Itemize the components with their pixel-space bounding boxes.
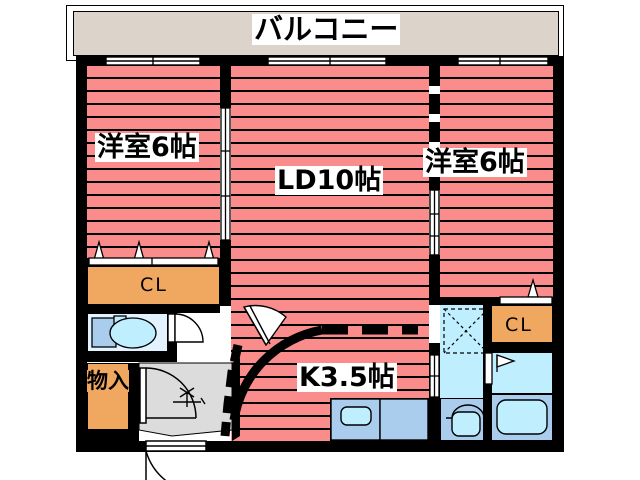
sliding-door-right-room [429, 189, 440, 256]
partition-wall-left-lower [220, 240, 231, 262]
kitchen-counter [330, 398, 429, 441]
toilet-room [87, 313, 177, 352]
storage-label-text: 物入 [87, 369, 129, 393]
exterior-wall-bottom [76, 441, 564, 452]
partition-wall-right-kitchen [429, 343, 440, 441]
closet-right-bottom-wall [491, 343, 553, 352]
storage-right-wall [129, 363, 139, 430]
closet-left-label: CL [140, 274, 168, 296]
washroom-right-wall [483, 305, 491, 441]
partition-wall-left-bottom [220, 262, 231, 306]
label-living-dining: LD10帖 [275, 165, 384, 196]
label-washitsu-right: 洋室6帖 [423, 147, 527, 178]
exterior-wall-right [553, 56, 564, 452]
storage-label: 物入 [87, 369, 129, 393]
closet-left-bottom-wall [87, 305, 220, 313]
partition-wall-right-lower [429, 255, 440, 305]
partition-wall-left-upper [220, 66, 231, 108]
toilet-bottom-wall [87, 352, 177, 362]
genkan-interior-door [139, 367, 197, 424]
bathroom-area [491, 394, 553, 441]
label-washitsu-left: 洋室6帖 [95, 132, 199, 163]
closet-left [87, 266, 220, 305]
toilet-right-wall [167, 313, 177, 353]
balcony-label: バルコニー [252, 12, 401, 46]
sliding-door-left-room [220, 107, 231, 241]
room-washitsu-left [87, 66, 220, 262]
closet-right [491, 305, 553, 343]
lavatory-area [491, 352, 553, 394]
storage-bottom-wall [87, 430, 139, 441]
room-washitsu-right [440, 66, 553, 297]
closet-left-top-wall [87, 258, 220, 266]
label-kitchen: K3.5帖 [297, 362, 397, 393]
ld-right-sash [429, 189, 440, 256]
exterior-wall-top [76, 56, 564, 66]
genkan-mark [173, 387, 206, 407]
right-room-bottom-wall [440, 297, 553, 305]
genkan-area [138, 362, 233, 437]
closet-right-label: CL [505, 314, 533, 336]
exterior-wall-left [76, 56, 87, 452]
